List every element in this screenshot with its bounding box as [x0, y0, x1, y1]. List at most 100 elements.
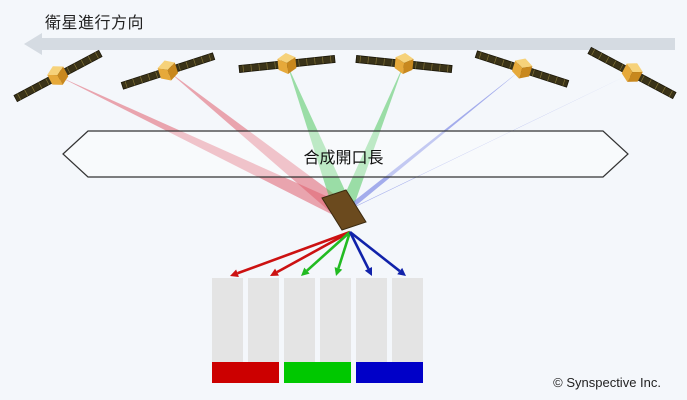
panel-cell-line — [274, 61, 276, 69]
output-columns — [212, 278, 423, 383]
panel-cell-line — [383, 58, 385, 66]
beam-2 — [168, 71, 353, 216]
panel-cell-line — [322, 56, 324, 64]
panel-cell-line — [562, 79, 566, 87]
satellite-body-left — [621, 63, 633, 82]
panel-cell-line — [140, 76, 143, 84]
output-arrowhead-2 — [270, 268, 279, 276]
panel-cell-line — [132, 78, 136, 86]
direction-arrow-head — [24, 33, 42, 55]
panel-cell-line — [45, 78, 50, 85]
panel-cell-line — [66, 67, 71, 74]
satellite-2 — [120, 52, 216, 90]
panel-cell-line — [661, 86, 666, 94]
output-arrow-2 — [276, 230, 351, 274]
panel-cell-line — [80, 59, 85, 67]
panel-cell-line — [554, 76, 558, 84]
panel-cell-line — [415, 61, 417, 69]
panel-cell-line — [94, 52, 99, 59]
panel-cell-line — [494, 56, 497, 64]
satellite-body-right — [286, 57, 297, 74]
color-bar-2 — [284, 362, 351, 383]
panel-cell-line — [330, 55, 332, 63]
output-arrows — [230, 230, 406, 278]
panel-cell-line — [73, 63, 78, 70]
satellite-4 — [355, 53, 453, 74]
output-arrowhead-6 — [397, 267, 406, 276]
panel-cell-line — [591, 49, 596, 56]
output-arrowhead-1 — [230, 269, 239, 278]
satellite-body-top — [277, 53, 296, 64]
satellite-body-left — [511, 60, 523, 79]
panel-cell-line — [31, 85, 36, 93]
column-2 — [248, 278, 279, 362]
panel-cell-line — [193, 58, 196, 66]
satellite-body-left — [47, 74, 63, 85]
satellite-body-right — [518, 66, 533, 79]
direction-arrow — [24, 33, 675, 55]
panel-cell-line — [598, 52, 603, 60]
satellite-body-right — [167, 62, 179, 81]
panel-cell-line — [208, 53, 212, 61]
panel-cell-line — [539, 71, 543, 79]
beam-4 — [335, 64, 404, 216]
panel-cell-line — [654, 82, 659, 90]
panel-cell-line — [431, 63, 433, 71]
panel-cell-line — [298, 59, 300, 67]
color-bar-1 — [212, 362, 279, 383]
satellite-body-top — [47, 66, 64, 76]
beam-3 — [287, 64, 353, 216]
color-bar-3 — [356, 362, 423, 383]
panel-cell-line — [178, 63, 181, 71]
panel-cell-line — [24, 89, 29, 97]
beams — [58, 64, 632, 216]
panel-cell-line — [439, 64, 441, 72]
panel-cell-line — [619, 64, 624, 71]
output-arrow-1 — [237, 230, 351, 275]
satellite-body-top — [157, 60, 175, 71]
panel-cell-line — [155, 71, 158, 79]
panel-cell-line — [258, 63, 260, 71]
aperture-hexagon — [62, 130, 629, 178]
satellite-5 — [474, 50, 570, 88]
panel-cell-line — [478, 51, 482, 59]
panel-cell-line — [423, 62, 425, 70]
satellite-body-left — [157, 68, 172, 81]
output-arrow-4 — [337, 231, 352, 269]
output-arrow-6 — [349, 230, 401, 273]
beam-1 — [58, 76, 353, 216]
panel-cell-line — [640, 75, 645, 82]
panel-cell-line — [605, 56, 610, 64]
output-arrowhead-3 — [301, 267, 310, 276]
column-5 — [356, 278, 387, 362]
satellite-body-left — [277, 58, 289, 74]
panel-cell-line — [447, 65, 449, 73]
satellite-6 — [587, 46, 677, 100]
panel-cell-line — [266, 62, 268, 70]
panel-cell-line — [501, 59, 505, 67]
panel-cell-line — [668, 90, 673, 97]
panel-cell-line — [147, 73, 151, 81]
panel-cell-line — [486, 54, 490, 62]
satellite-3 — [238, 53, 336, 74]
panel-cell-line — [185, 61, 189, 69]
satellite-body-right — [402, 58, 414, 74]
output-arrow-5 — [348, 231, 370, 270]
panel-cell-line — [17, 93, 22, 100]
satellite-body-top — [515, 58, 533, 69]
panel-cell-line — [38, 82, 43, 89]
copyright-text: © Synspective Inc. — [553, 375, 661, 390]
satellite-body-top — [395, 53, 414, 64]
panel-cell-line — [200, 56, 204, 64]
panel-cell-line — [250, 64, 252, 72]
satellite-body-right — [57, 66, 69, 85]
panel-cell-line — [532, 69, 535, 77]
panel-cell-line — [647, 79, 652, 86]
output-arrowhead-5 — [364, 267, 372, 276]
direction-arrow-shaft — [40, 38, 675, 50]
satellite-body-right — [627, 71, 643, 82]
aperture-label: 合成開口長 — [303, 148, 384, 167]
ground-target — [321, 189, 367, 231]
